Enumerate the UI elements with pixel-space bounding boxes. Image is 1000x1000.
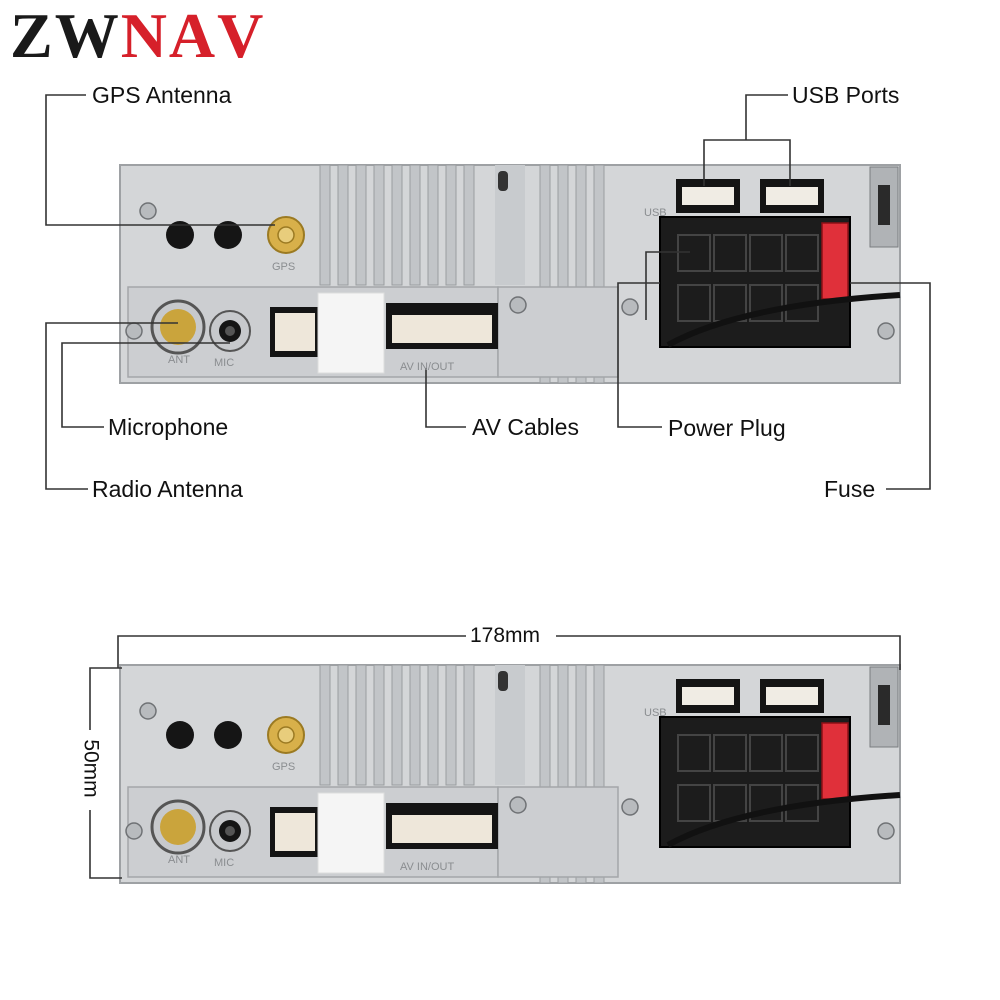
print-mic-bottom: MIC bbox=[214, 857, 235, 869]
label-gps-antenna: GPS Antenna bbox=[92, 82, 232, 108]
print-av-bottom: AV IN/OUT bbox=[400, 861, 455, 873]
dim-width-right bbox=[556, 635, 901, 670]
print-usb-bottom: USB bbox=[644, 707, 667, 719]
logo-letter-a: A bbox=[168, 0, 218, 71]
print-mic-top: MIC bbox=[214, 357, 235, 369]
print-gps-bottom: GPS bbox=[272, 761, 296, 773]
leader-radio bbox=[45, 322, 178, 490]
dimension-width: 178mm bbox=[466, 625, 545, 646]
label-usb-ports: USB Ports bbox=[792, 82, 900, 108]
dim-width-left bbox=[117, 635, 466, 668]
label-fuse: Fuse bbox=[824, 476, 876, 502]
label-radio-antenna: Radio Antenna bbox=[92, 476, 243, 502]
label-power-plug: Power Plug bbox=[668, 415, 786, 441]
dimension-height: 50mm bbox=[80, 735, 103, 802]
label-av-cables: AV Cables bbox=[472, 414, 579, 440]
unit-drawing-top bbox=[120, 165, 900, 383]
print-ant-top: ANT bbox=[168, 354, 190, 366]
logo-letter-v: V bbox=[217, 0, 266, 71]
leader-usb-top bbox=[745, 94, 788, 140]
label-microphone: Microphone bbox=[108, 414, 229, 440]
leader-fuse bbox=[850, 282, 931, 490]
leader-av bbox=[425, 368, 466, 428]
logo-letter-n: N bbox=[120, 0, 169, 71]
brand-logo: ZWNAV bbox=[10, 4, 265, 68]
print-av-top: AV IN/OUT bbox=[400, 361, 455, 373]
print-usb-top: USB bbox=[644, 207, 667, 219]
dim-height-bottom bbox=[89, 810, 122, 879]
leader-usb-bracket bbox=[703, 139, 791, 186]
print-ant-bottom: ANT bbox=[168, 854, 190, 866]
leader-power bbox=[617, 282, 662, 428]
leader-power-inner bbox=[645, 251, 690, 320]
logo-letter-w: W bbox=[54, 0, 121, 71]
print-gps-top: GPS bbox=[272, 261, 296, 273]
dim-height-top bbox=[89, 667, 122, 730]
leader-mic bbox=[61, 342, 230, 428]
leader-gps bbox=[45, 94, 275, 226]
logo-letter-z: Z bbox=[10, 0, 55, 71]
unit-drawing-bottom bbox=[120, 665, 900, 883]
